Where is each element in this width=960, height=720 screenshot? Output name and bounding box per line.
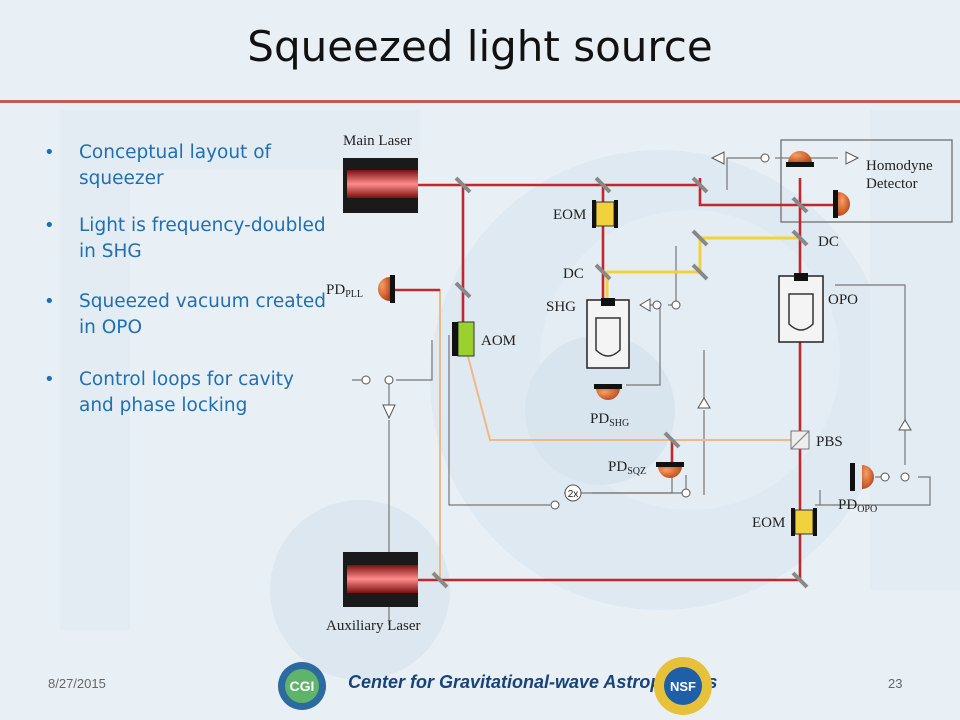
main-laser-label: Main Laser <box>343 133 412 149</box>
homodyne-label: Detector <box>866 176 918 192</box>
aom <box>452 321 475 357</box>
auxiliary-beam <box>390 289 441 580</box>
page-number: 23 <box>888 676 903 691</box>
main-laser <box>343 158 418 213</box>
bullet-item: Conceptual layout of squeezer <box>44 140 334 192</box>
pbs <box>790 430 810 450</box>
nsf-logo: NSF <box>654 657 712 715</box>
frequency-doubler: 2x <box>564 484 582 502</box>
pd-opo-label: PDOPO <box>838 497 877 515</box>
shg-label: SHG <box>546 299 576 315</box>
photodetector-icon <box>850 463 874 491</box>
photodetector-icon <box>594 384 622 400</box>
cgi-logo: CGI <box>278 662 326 710</box>
bullet-item: Control loops for cavity and phase locki… <box>44 367 334 419</box>
svg-text:NSF: NSF <box>670 679 696 694</box>
svg-text:CGI: CGI <box>290 678 315 694</box>
eom-top <box>592 200 618 228</box>
aom-label: AOM <box>481 333 516 349</box>
photodetector-icon <box>656 462 684 478</box>
pd-pll-label: PDPLL <box>326 282 363 300</box>
eom-bottom <box>791 508 817 536</box>
mixer-icon <box>361 153 910 510</box>
pd-sqz-label: PDSQZ <box>608 459 646 477</box>
control-lines <box>352 157 931 625</box>
bullet-item: Squeezed vacuum created in OPO <box>44 289 334 341</box>
pd-shg-label: PDSHG <box>590 411 629 429</box>
auxiliary-beam <box>464 344 800 441</box>
photodetector-icon <box>833 190 850 218</box>
homodyne-label: Homodyne <box>866 158 933 174</box>
eom-label: EOM <box>752 515 785 531</box>
shg-cavity <box>586 298 630 369</box>
auxiliary-laser <box>343 552 418 607</box>
pbs-label: PBS <box>816 434 843 450</box>
opo-cavity <box>778 273 824 343</box>
svg-text:2x: 2x <box>568 489 579 500</box>
homodyne-box <box>780 139 953 223</box>
slide-title: Squeezed light source <box>247 22 713 71</box>
dc-label: DC <box>563 266 584 282</box>
organization-name: Center for Gravitational-wave Astrophysi… <box>348 672 718 692</box>
amplifier-icon <box>382 151 912 431</box>
footer-date: 8/27/2015 <box>48 676 106 691</box>
dc-label: DC <box>818 234 839 250</box>
photodetector-icon <box>786 151 814 167</box>
squeezer-diagram: 2x Main Laser Auxiliary Laser Homodyne D… <box>326 133 953 634</box>
bullet-list: Conceptual layout of squeezer Light is f… <box>44 140 334 419</box>
auxiliary-laser-label: Auxiliary Laser <box>326 618 421 634</box>
shg-beam <box>605 236 800 300</box>
eom-label: EOM <box>553 207 586 223</box>
title-rule <box>0 100 960 103</box>
photodetector-icon <box>378 275 395 303</box>
mirror <box>431 176 809 589</box>
opo-label: OPO <box>828 292 858 308</box>
bullet-item: Light is frequency-doubled in SHG <box>44 213 334 265</box>
